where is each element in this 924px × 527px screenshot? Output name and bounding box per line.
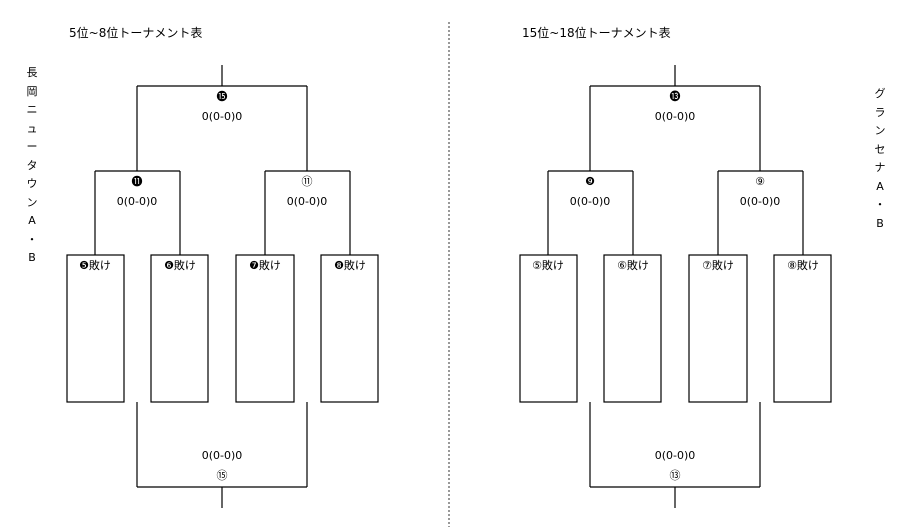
- slot-label: ❺敗け: [79, 259, 111, 272]
- team-label-char: B: [876, 216, 884, 230]
- right-semi-right-score: 0(0-0)0: [739, 195, 781, 208]
- left-final-top-number: ⓯: [216, 90, 228, 103]
- slot-label: ⑧敗け: [787, 259, 819, 272]
- right-semi-left-score: 0(0-0)0: [569, 195, 611, 208]
- team-label-char: 岡: [26, 84, 38, 98]
- right-semi-right-number: ⑨: [755, 175, 765, 188]
- left-title: 5位~8位トーナメント表: [69, 26, 203, 40]
- team-label-char: ー: [26, 140, 38, 153]
- team-label-char: グ: [874, 87, 886, 100]
- team-label-char: ナ: [874, 161, 886, 174]
- slot-box: [688, 254, 748, 403]
- slot-box: [519, 254, 578, 403]
- left-semi-left-number: ⓫: [131, 175, 143, 188]
- left-semi-right-number: ⑪: [301, 175, 313, 188]
- team-label-char: ・: [26, 232, 38, 246]
- slot-label: ⑥敗け: [617, 259, 649, 272]
- team-label-char: ン: [874, 124, 886, 137]
- team-label-char: ウ: [26, 177, 38, 190]
- left-team-label: 長 岡 ニ ュ ー タ ウ ン A ・ B: [24, 64, 40, 268]
- left-final-bottom-score: 0(0-0)0: [201, 449, 243, 462]
- right-title: 15位~18位トーナメント表: [522, 26, 671, 40]
- slot-box: [150, 254, 209, 403]
- slot-label: ⑦敗け: [702, 259, 734, 272]
- team-label-char: タ: [26, 158, 38, 172]
- team-label-char: ニ: [26, 103, 38, 116]
- left-final-top-score: 0(0-0)0: [201, 110, 243, 123]
- right-final-top-number: ⓭: [669, 90, 681, 103]
- right-team-label: グ ラ ン セ ナ A ・ B: [872, 85, 888, 233]
- right-semi-left-number: ❾: [585, 175, 595, 188]
- slot-box: [320, 254, 379, 403]
- slot-box: [773, 254, 832, 403]
- team-label-char: ン: [26, 195, 38, 209]
- left-final-bottom-number: ⑮: [216, 469, 228, 482]
- slot-box: [235, 254, 295, 403]
- slot-label: ❼敗け: [249, 259, 281, 272]
- team-label-char: 長: [26, 66, 38, 79]
- right-bracket-lines: [519, 65, 832, 508]
- slot-label: ❽敗け: [334, 259, 366, 272]
- right-final-bottom-number: ⑬: [669, 469, 681, 482]
- team-label-char: ・: [874, 198, 886, 211]
- slot-box: [66, 254, 125, 403]
- right-final-top-score: 0(0-0)0: [654, 110, 696, 123]
- slot-label: ❻敗け: [164, 259, 196, 272]
- slot-label: ⑤敗け: [532, 259, 564, 272]
- left-semi-left-score: 0(0-0)0: [116, 195, 158, 208]
- slot-box: [603, 254, 662, 403]
- left-semi-right-score: 0(0-0)0: [286, 195, 328, 208]
- team-label-char: セ: [874, 142, 886, 156]
- left-bracket-lines: [66, 65, 379, 508]
- team-label-char: ラ: [874, 105, 886, 119]
- team-label-char: A: [28, 214, 36, 227]
- right-final-bottom-score: 0(0-0)0: [654, 449, 696, 462]
- team-label-char: ュ: [26, 121, 38, 135]
- team-label-char: B: [28, 251, 36, 264]
- team-label-char: A: [876, 179, 884, 193]
